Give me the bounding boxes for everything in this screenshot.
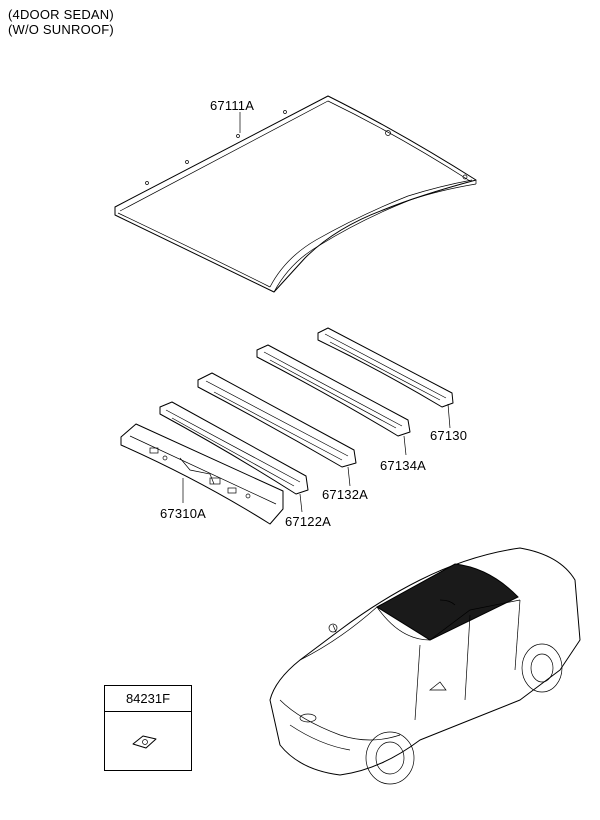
part-label-rail-1: 67122A (285, 514, 332, 529)
sedan-illustration (269, 547, 581, 785)
part-label-rail-3: 67134A (380, 458, 427, 473)
rail-2-drawing (197, 372, 357, 487)
front-header-drawing (120, 423, 284, 525)
sunroof-note: (W/O SUNROOF) (8, 22, 114, 37)
part-label-rail-2: 67132A (322, 487, 369, 502)
rear-rail-drawing (317, 327, 454, 429)
rail-3-drawing (256, 344, 411, 456)
part-label-roof-panel: 67111A (210, 98, 255, 113)
callout-box: 84231F (104, 685, 192, 771)
part-label-rear-rail: 67130 (430, 428, 468, 443)
part-label-front-header: 67310A (160, 506, 207, 521)
callout-box-label: 84231F (105, 686, 191, 712)
rail-1-drawing (159, 401, 309, 513)
roof-panel-drawing (114, 95, 477, 293)
vehicle-type-note: (4DOOR SEDAN) (8, 7, 114, 22)
clip-icon (132, 735, 157, 749)
